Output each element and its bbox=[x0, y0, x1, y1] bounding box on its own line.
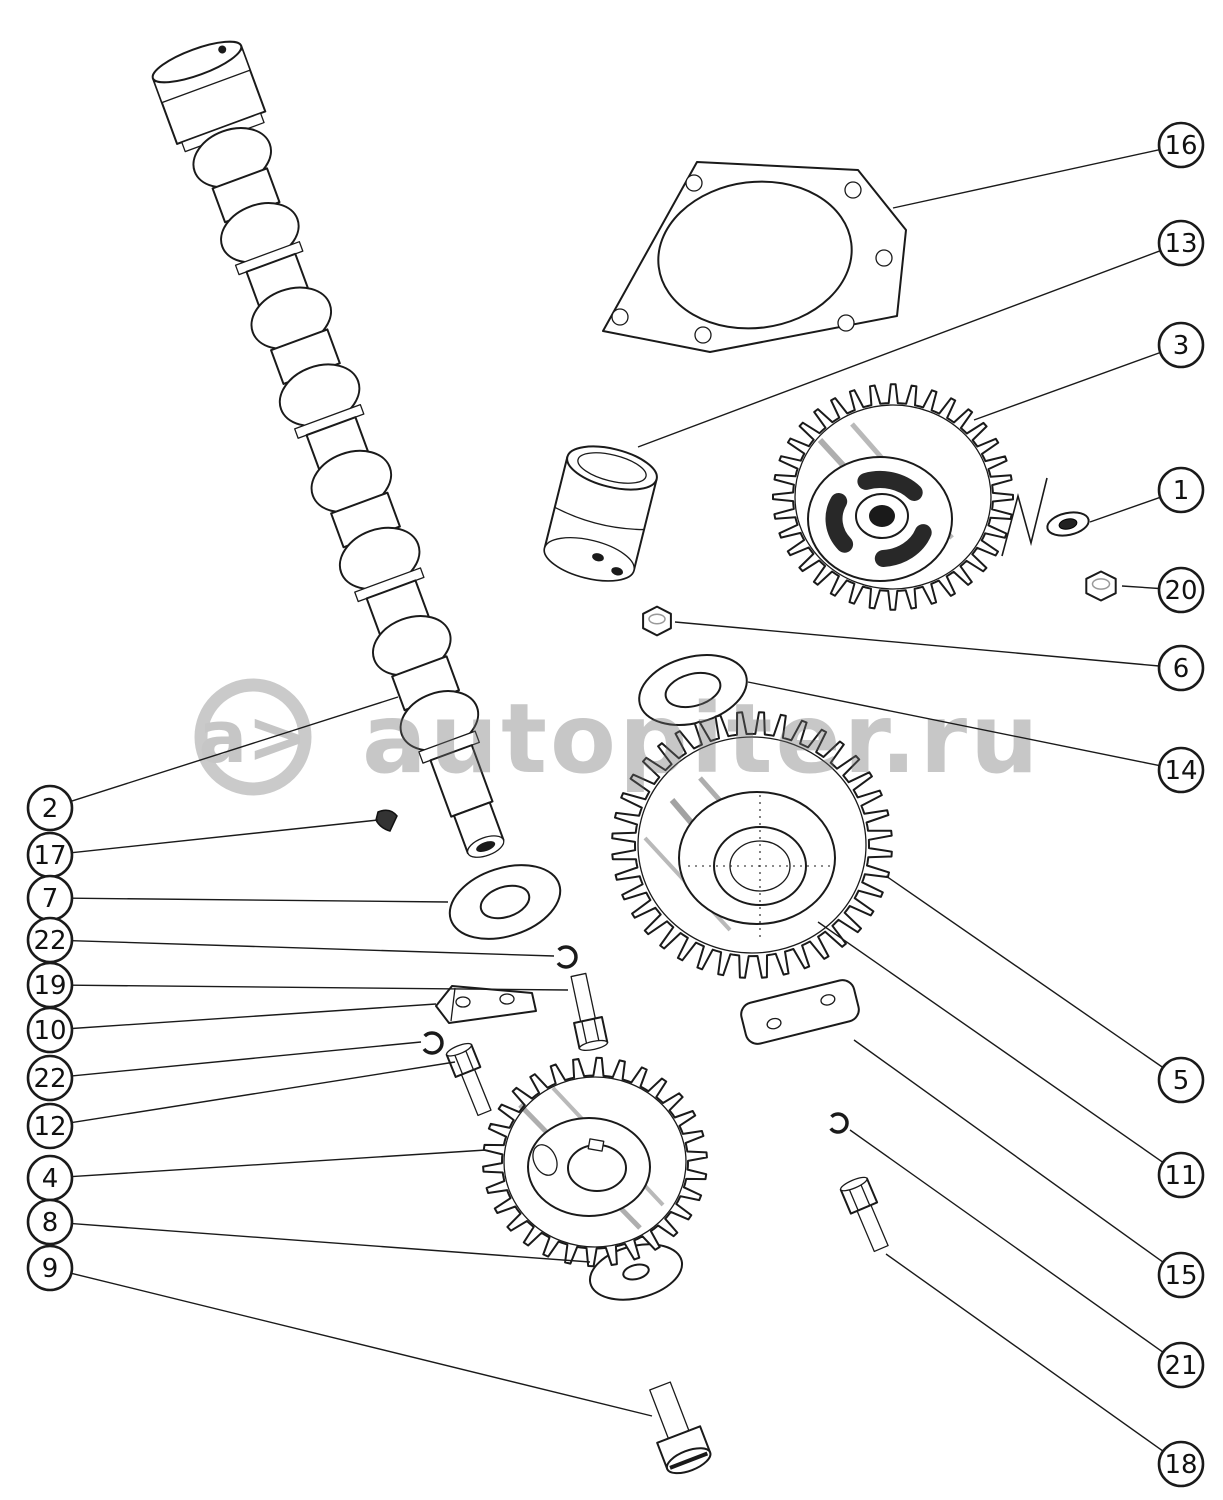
screw-9 bbox=[649, 1381, 712, 1475]
washer-1 bbox=[1046, 511, 1090, 537]
callout-16: 16 bbox=[1157, 121, 1205, 169]
callout-4: 4 bbox=[26, 1154, 74, 1202]
callout-8: 8 bbox=[26, 1198, 74, 1246]
watermark: a> autopiter.ru bbox=[194, 678, 1041, 796]
callout-label: 20 bbox=[1164, 576, 1197, 606]
idler-gear-5 bbox=[611, 711, 893, 979]
callout-label: 18 bbox=[1164, 1450, 1197, 1480]
callout-10: 10 bbox=[26, 1006, 74, 1054]
leader-line bbox=[747, 681, 1160, 767]
callout-5: 5 bbox=[1157, 1056, 1205, 1104]
callout-15: 15 bbox=[1157, 1251, 1205, 1299]
leader-line bbox=[637, 250, 1161, 448]
leader-line bbox=[71, 1003, 437, 1030]
lock-washer-22b bbox=[422, 1031, 444, 1055]
leader-line bbox=[71, 897, 449, 903]
callout-6: 6 bbox=[1157, 644, 1205, 692]
callout-label: 9 bbox=[42, 1254, 59, 1284]
callout-7: 7 bbox=[26, 874, 74, 922]
cover-gasket bbox=[602, 161, 907, 353]
callout-12: 12 bbox=[26, 1102, 74, 1150]
leader-line bbox=[817, 921, 1164, 1163]
callout-label: 3 bbox=[1173, 331, 1190, 361]
callout-label: 15 bbox=[1164, 1261, 1197, 1291]
callout-label: 1 bbox=[1173, 476, 1190, 506]
leader-line bbox=[71, 1061, 456, 1124]
washer-14 bbox=[638, 654, 748, 726]
callout-17: 17 bbox=[26, 831, 74, 879]
callout-label: 2 bbox=[42, 794, 59, 824]
callout-label: 16 bbox=[1164, 131, 1197, 161]
leader-line bbox=[1121, 585, 1160, 590]
camshaft-gear-4 bbox=[482, 1056, 708, 1268]
callout-13: 13 bbox=[1157, 219, 1205, 267]
leader-line bbox=[892, 149, 1160, 209]
callout-11: 11 bbox=[1157, 1151, 1205, 1199]
washer-7 bbox=[448, 864, 562, 940]
callout-label: 21 bbox=[1164, 1351, 1197, 1381]
callout-label: 22 bbox=[33, 1064, 66, 1094]
watermark-logo-ring bbox=[194, 678, 312, 796]
leader-line bbox=[674, 621, 1160, 667]
callouts-layer: 2 17 7 22 19 10 22 12 4 8 9 16 13 3 1 20 6 14 5 11 15 21 18 bbox=[26, 121, 1205, 1488]
callout-9: 9 bbox=[26, 1244, 74, 1292]
leader-line bbox=[885, 1253, 1164, 1452]
lock-plate bbox=[435, 985, 537, 1024]
callout-20: 20 bbox=[1157, 566, 1205, 614]
callout-21: 21 bbox=[1157, 1341, 1205, 1389]
callout-label: 14 bbox=[1164, 756, 1197, 786]
lock-washer-22a bbox=[556, 945, 578, 969]
woodruff-key bbox=[375, 809, 398, 832]
leader-line bbox=[71, 1041, 422, 1077]
leader-line bbox=[849, 1129, 1164, 1353]
camshaft bbox=[151, 40, 505, 858]
parts-layer bbox=[151, 40, 1117, 1475]
callout-label: 5 bbox=[1173, 1066, 1190, 1096]
leader-line bbox=[71, 940, 555, 957]
drive-gear-3 bbox=[772, 383, 1014, 611]
callout-label: 22 bbox=[33, 926, 66, 956]
callout-label: 17 bbox=[33, 841, 66, 871]
watermark-text: autopiter.ru bbox=[362, 683, 1041, 795]
callout-label: 7 bbox=[42, 884, 59, 914]
callout-label: 8 bbox=[42, 1208, 59, 1238]
callout-label: 4 bbox=[42, 1164, 59, 1194]
callout-14: 14 bbox=[1157, 746, 1205, 794]
leader-line bbox=[853, 1039, 1164, 1263]
callout-label: 12 bbox=[33, 1112, 66, 1142]
callout-18: 18 bbox=[1157, 1440, 1205, 1488]
nut-6 bbox=[642, 605, 672, 637]
nut-20 bbox=[1085, 570, 1117, 602]
leader-line bbox=[71, 1149, 487, 1178]
callout-label: 10 bbox=[33, 1016, 66, 1046]
callout-2: 2 bbox=[26, 784, 74, 832]
bolt-18 bbox=[839, 1176, 889, 1253]
watermark-logo-text: a> bbox=[199, 695, 308, 779]
leader-line bbox=[71, 1222, 591, 1263]
callout-label: 11 bbox=[1164, 1161, 1197, 1191]
leader-line bbox=[71, 1272, 653, 1417]
callout-22: 22 bbox=[26, 916, 74, 964]
leader-line bbox=[71, 819, 379, 854]
bolt-12 bbox=[445, 1042, 492, 1117]
lock-washer-21 bbox=[829, 1112, 849, 1134]
spring-washer-symbol bbox=[1001, 477, 1048, 557]
tappet-bushing bbox=[543, 445, 658, 582]
leader-line bbox=[885, 875, 1164, 1069]
leader-line bbox=[1089, 496, 1161, 523]
bolt-19 bbox=[570, 972, 609, 1051]
callout-1: 1 bbox=[1157, 466, 1205, 514]
callout-label: 13 bbox=[1164, 229, 1197, 259]
leader-line bbox=[70, 696, 399, 802]
leader-line bbox=[71, 984, 569, 991]
callout-19: 19 bbox=[26, 961, 74, 1009]
callout-label: 19 bbox=[33, 971, 66, 1001]
callout-3: 3 bbox=[1157, 321, 1205, 369]
callout-label: 6 bbox=[1173, 654, 1190, 684]
leader-line bbox=[973, 351, 1161, 421]
callout-22: 22 bbox=[26, 1054, 74, 1102]
thrust-plate bbox=[740, 979, 860, 1045]
